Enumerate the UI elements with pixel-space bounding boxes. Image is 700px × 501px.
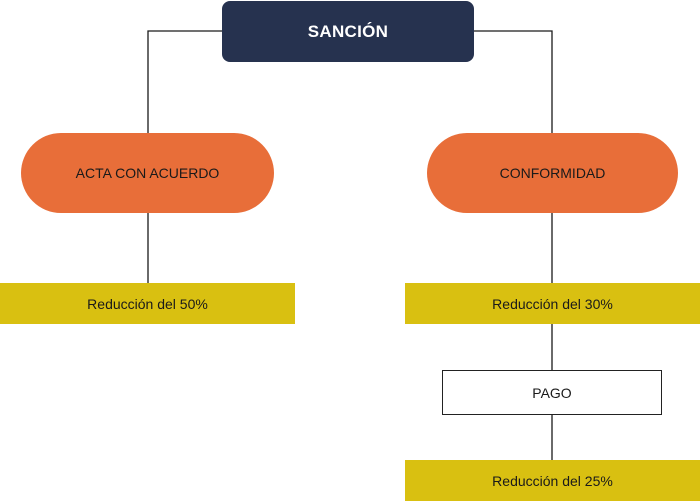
option-node-right-label: CONFORMIDAD	[499, 165, 606, 181]
result-node-final-label: Reducción del 25%	[492, 472, 613, 489]
result-node-reduccion-50: Reducción del 50%	[0, 283, 295, 324]
result-node-reduccion-30: Reducción del 30%	[405, 283, 700, 324]
root-node-sancion: SANCIÓN	[222, 1, 474, 62]
connector-root-to-right	[474, 30, 553, 133]
step-node-pago: PAGO	[442, 370, 662, 415]
result-node-right-label: Reducción del 30%	[492, 295, 613, 312]
step-node-label: PAGO	[532, 384, 572, 401]
option-node-conformidad: CONFORMIDAD	[427, 133, 678, 213]
root-node-label: SANCIÓN	[307, 21, 389, 41]
option-node-acta-con-acuerdo: ACTA CON ACUERDO	[21, 133, 274, 213]
option-node-left-label: ACTA CON ACUERDO	[75, 165, 220, 181]
result-node-reduccion-25: Reducción del 25%	[405, 460, 700, 501]
connector-root-to-left	[147, 30, 222, 133]
result-node-left-label: Reducción del 50%	[87, 295, 208, 312]
